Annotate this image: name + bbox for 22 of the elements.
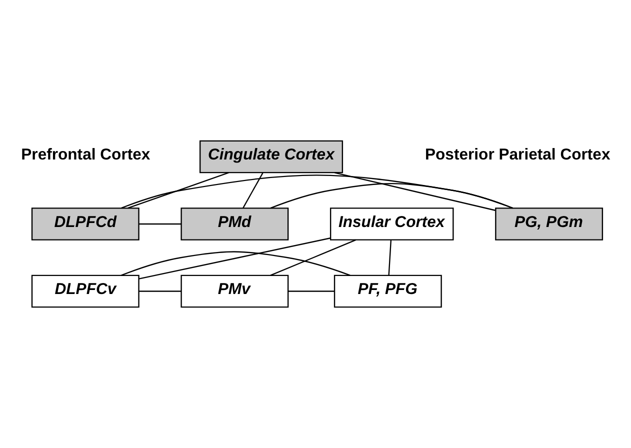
label: Prefrontal Cortex (21, 146, 150, 164)
connector (288, 290, 334, 292)
connector (388, 240, 392, 276)
node-box: Insular Cortex (330, 208, 454, 240)
connector (270, 239, 356, 276)
node-box: PF, PFG (334, 274, 442, 308)
node-box: DLPFCv (31, 274, 140, 308)
connector (270, 182, 513, 209)
connector (334, 172, 496, 211)
connector (139, 290, 182, 292)
connector (138, 238, 330, 280)
node-box: PMv (180, 274, 289, 308)
node-box: PG, PGm (495, 208, 604, 240)
node-box: Cingulate Cortex (199, 140, 344, 174)
connector (128, 172, 229, 209)
connector (242, 172, 264, 208)
connector (121, 251, 350, 276)
node-box: DLPFCd (31, 208, 140, 240)
connector (121, 174, 513, 209)
label: Posterior Parietal Cortex (424, 146, 610, 164)
node-box: PMd (180, 208, 289, 240)
connector (139, 223, 182, 225)
